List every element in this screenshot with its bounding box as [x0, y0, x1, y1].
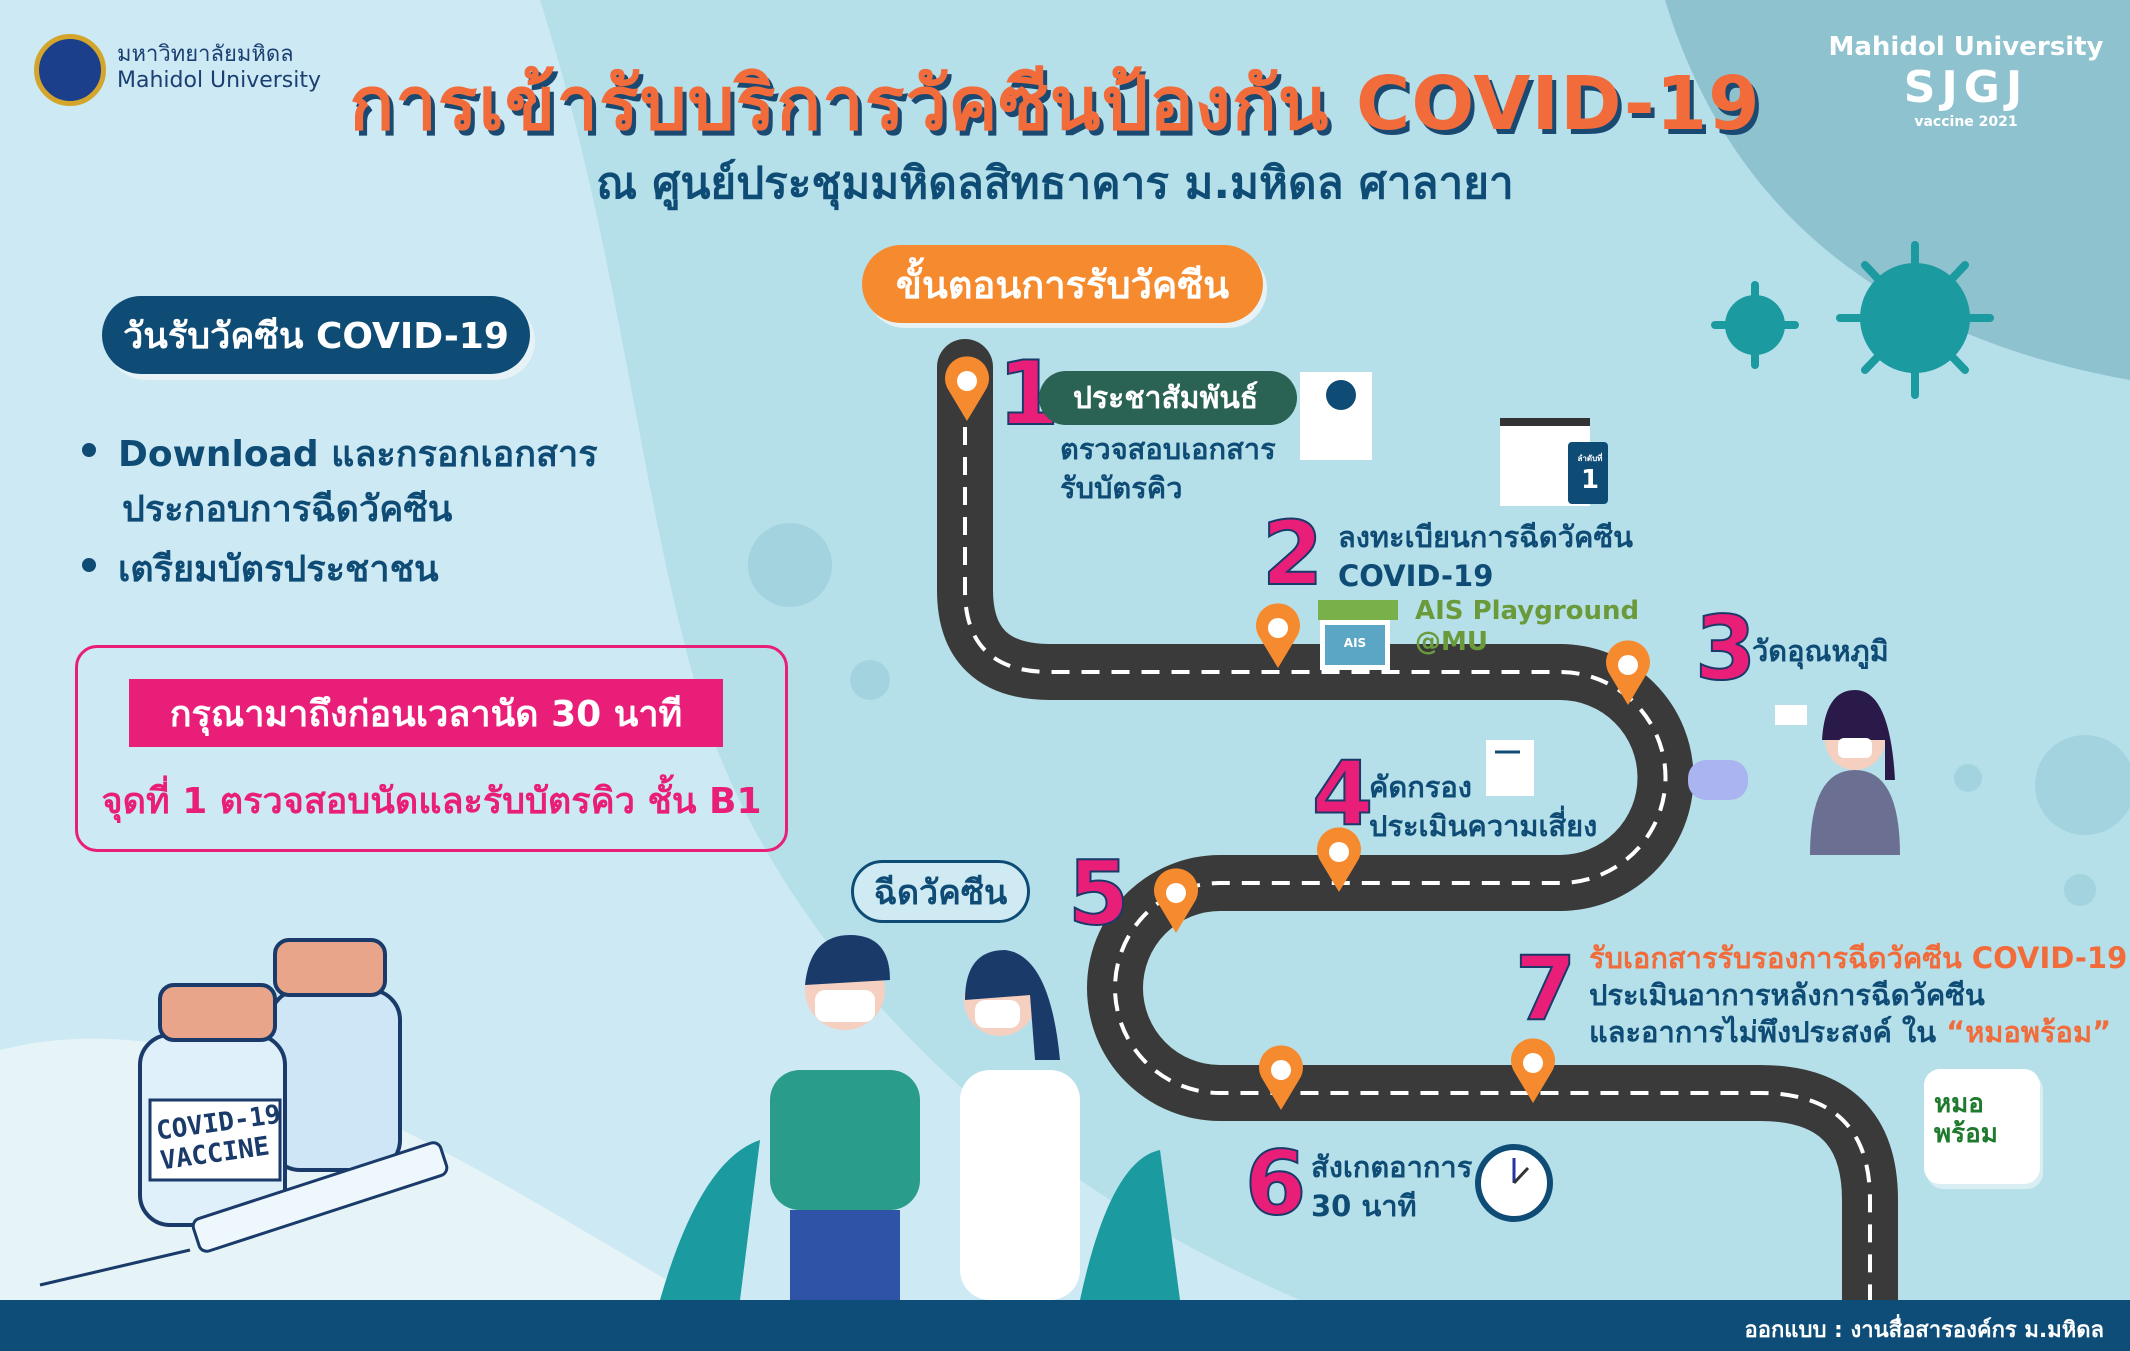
notice-line: จุดที่ 1 ตรวจสอบนัดและรับบัตรคิว ชั้น B1 [101, 781, 762, 822]
step-6-line1: สังเกตอาการ [1311, 1150, 1473, 1184]
step-2-number: 2 [1261, 502, 1324, 605]
step-7-line1: รับเอกสารรับรองการฉีดวัคซีน COVID-19 [1589, 941, 2128, 975]
step-4-line2: ประเมินความเสี่ยง [1369, 809, 1598, 843]
step-7-line2: ประเมินอาการหลังการฉีดวัคซีน [1589, 978, 1985, 1012]
notice-box [75, 645, 788, 852]
queue-card-icon [1500, 418, 1608, 506]
vaccination-illustration [660, 935, 1180, 1300]
footer-bar: ออกแบบ : งานสื่อสารองค์กร ม.มหิดล [0, 1300, 2130, 1351]
university-name-th: มหาวิทยาลัยมหิดล [117, 42, 294, 67]
mor-prom-line2: พร้อม [1934, 1119, 1998, 1149]
bullet-dot [82, 558, 96, 572]
vaccine-day-label: วันรับวัคซีน COVID-19 [102, 296, 530, 374]
place-line1: AIS Playground [1415, 596, 1640, 626]
bullet-text: Download และกรอกเอกสาร [118, 434, 598, 475]
page-title: การเข้ารับบริการวัคซีนป้องกัน COVID-19 [349, 61, 1761, 147]
university-name-en: Mahidol University [117, 68, 322, 93]
sjgj-brand-logo: Mahidol University SJGJ vaccine 2021 [1826, 32, 2106, 130]
footer-credit: ออกแบบ : งานสื่อสารองค์กร ม.มหิดล [1744, 1318, 2104, 1343]
brand-line3: vaccine 2021 [1914, 114, 2018, 130]
place-line2: @MU [1415, 627, 1488, 657]
notice-banner: กรุณามาถึงก่อนเวลานัด 30 นาที [129, 679, 723, 747]
step-2-line1: ลงทะเบียนการฉีดวัคซีน [1338, 520, 1633, 554]
mor-prom-line1: หมอ [1934, 1089, 1984, 1119]
steps-header: ขั้นตอนการรับวัคซีน [862, 245, 1263, 323]
step-7-text: รับเอกสารรับรองการฉีดวัคซีน COVID-19 ประ… [1589, 940, 2127, 1051]
clipboard-icon [1486, 740, 1534, 796]
syringe-icon [39, 1141, 449, 1287]
bullet-dot [82, 443, 96, 457]
step-7-line3-text: และอาการไม่พึงประสงค์ ใน [1589, 1015, 1947, 1049]
bullet-item-continued: ประกอบการฉีดวัคซีน [122, 480, 452, 537]
road-centerline [963, 367, 1872, 1300]
vaccine-bottles-illustration [39, 938, 449, 1287]
step-1-line2: รับบัตรคิว [1060, 471, 1183, 505]
ais-playground-label: AIS Playground@MU [1415, 596, 1639, 658]
queue-card-text: ลำดับที่ 1 [1575, 452, 1605, 495]
step-7-line3: และอาการไม่พึงประสงค์ ใน “หมอพร้อม” [1589, 1014, 2127, 1051]
bullet-text: เตรียมบัตรประชาชน [118, 549, 439, 590]
step-3-text: วัดอุณหภูมิ [1752, 634, 1889, 668]
document-check-icon [1300, 372, 1372, 460]
mor-prom-link-text: “หมอพร้อม” [1946, 1015, 2112, 1049]
step-6-number: 6 [1244, 1132, 1307, 1235]
ais-store-label: AIS [1343, 636, 1367, 650]
step-2-line2: COVID-19 [1338, 559, 1494, 593]
step-4-text: คัดกรองประเมินความเสี่ยง [1369, 768, 1597, 846]
step-3-number: 3 [1694, 597, 1757, 700]
ais-store-icon [1318, 600, 1398, 670]
bullet-item: เตรียมบัตรประชาชน [82, 540, 439, 597]
step-1-line1: ตรวจสอบเอกสาร [1060, 432, 1276, 466]
step-7-number: 7 [1514, 937, 1577, 1040]
step-1-text: ตรวจสอบเอกสารรับบัตรคิว [1060, 430, 1276, 508]
brand-line1: Mahidol University [1828, 32, 2104, 62]
clock-icon [1475, 1144, 1553, 1222]
queue-number: 1 [1580, 465, 1600, 495]
location-pins [945, 356, 1650, 1110]
bullet-text: ประกอบการฉีดวัคซีน [122, 489, 453, 530]
step-4-number: 4 [1311, 742, 1374, 845]
nurse-thermometer-illustration [1688, 690, 1900, 855]
queue-label: ลำดับที่ [1577, 454, 1603, 463]
step-2-text: ลงทะเบียนการฉีดวัคซีน COVID-19 [1338, 518, 1633, 596]
step-6-line2: 30 นาที [1311, 1189, 1417, 1223]
step-1-title: ประชาสัมพันธ์ [1039, 371, 1297, 425]
step-5-number: 5 [1067, 842, 1130, 945]
brand-logo: SJGJ [1903, 62, 2029, 113]
bullet-item: Download และกรอกเอกสาร [82, 425, 598, 482]
step-4-line1: คัดกรอง [1369, 770, 1472, 804]
step-6-text: สังเกตอาการ 30 นาที [1311, 1148, 1472, 1226]
mor-prom-app-icon: หมอพร้อม [1924, 1069, 2040, 1184]
page-subtitle: ณ ศูนย์ประชุมมหิดลสิทธาคาร ม.มหิดล ศาลาย… [596, 158, 1514, 209]
step-5-label: ฉีดวัคซีน [851, 860, 1030, 923]
mahidol-seal-logo [34, 34, 106, 106]
